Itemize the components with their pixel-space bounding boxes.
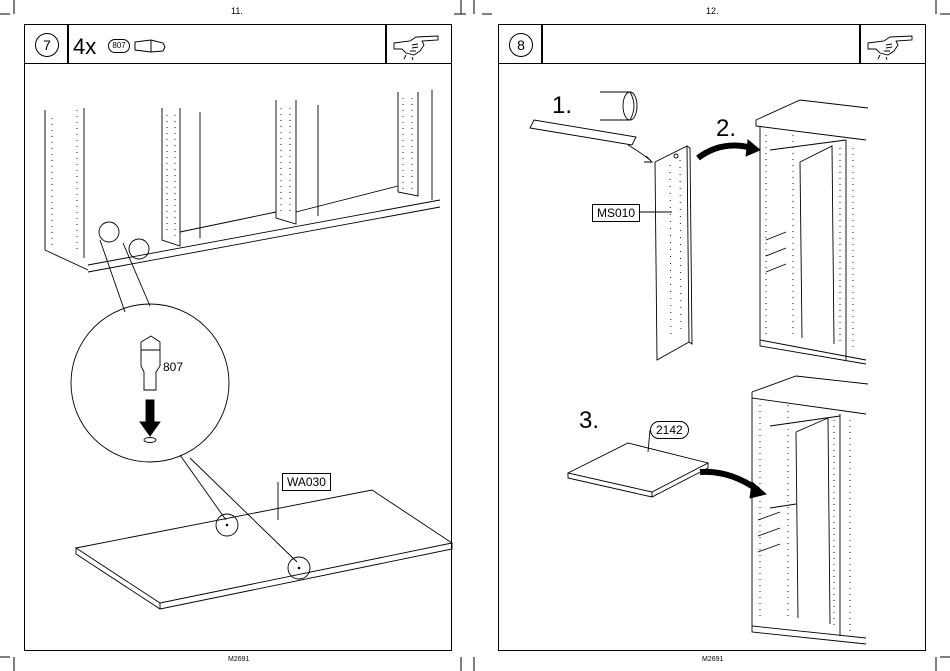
shelf-label-2142: 2142 xyxy=(650,421,689,439)
doc-code-right: M2691 xyxy=(702,656,723,663)
panel-label-ms010: MS010 xyxy=(592,204,640,222)
sub-step-2: 2. xyxy=(716,115,736,143)
sub-step-1: 1. xyxy=(552,92,572,120)
sub-step-3: 3. xyxy=(579,407,599,435)
